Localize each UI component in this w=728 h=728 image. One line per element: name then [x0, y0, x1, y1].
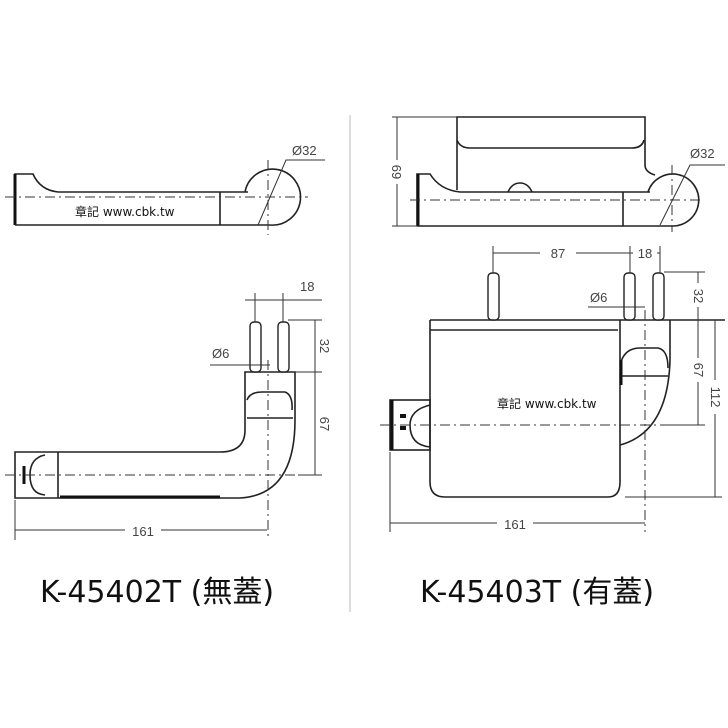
k45403t-top-view: Ø32 69	[389, 116, 725, 232]
k45403t-front-view: 87 18 Ø6 32 67 112 161 章記 www.cbk.tw	[380, 245, 725, 532]
wall-anchor	[652, 272, 665, 321]
spacing-label: 18	[638, 246, 652, 261]
total-height-label: 112	[708, 387, 723, 408]
wall-anchor	[277, 321, 290, 373]
watermark: 章記 www.cbk.tw	[497, 396, 597, 411]
wall-anchor	[623, 272, 636, 321]
anchor-label: Ø6	[590, 290, 607, 305]
diameter-label: Ø32	[690, 146, 715, 161]
model-title: K-45403T (有蓋)	[420, 575, 654, 610]
cover-height-label: 69	[389, 165, 404, 179]
length-label: 161	[132, 524, 154, 539]
model-title: K-45402T (無蓋)	[40, 575, 274, 610]
anchor-depth-label: 32	[691, 289, 706, 303]
k45402t-top-view: Ø32 章記 www.cbk.tw	[5, 143, 325, 235]
diameter-label: Ø32	[292, 143, 317, 158]
span-label: 87	[551, 246, 565, 261]
length-label: 161	[504, 517, 526, 532]
wall-anchor	[487, 272, 500, 321]
height-label: 67	[691, 363, 706, 377]
spacing-label: 18	[300, 279, 314, 294]
anchor-label: Ø6	[212, 346, 229, 361]
height-label: 67	[317, 417, 332, 431]
anchor-depth-label: 32	[317, 339, 332, 353]
watermark: 章記 www.cbk.tw	[75, 204, 175, 219]
k45402t-front-view: 18 Ø6 32 67 161	[5, 279, 332, 540]
